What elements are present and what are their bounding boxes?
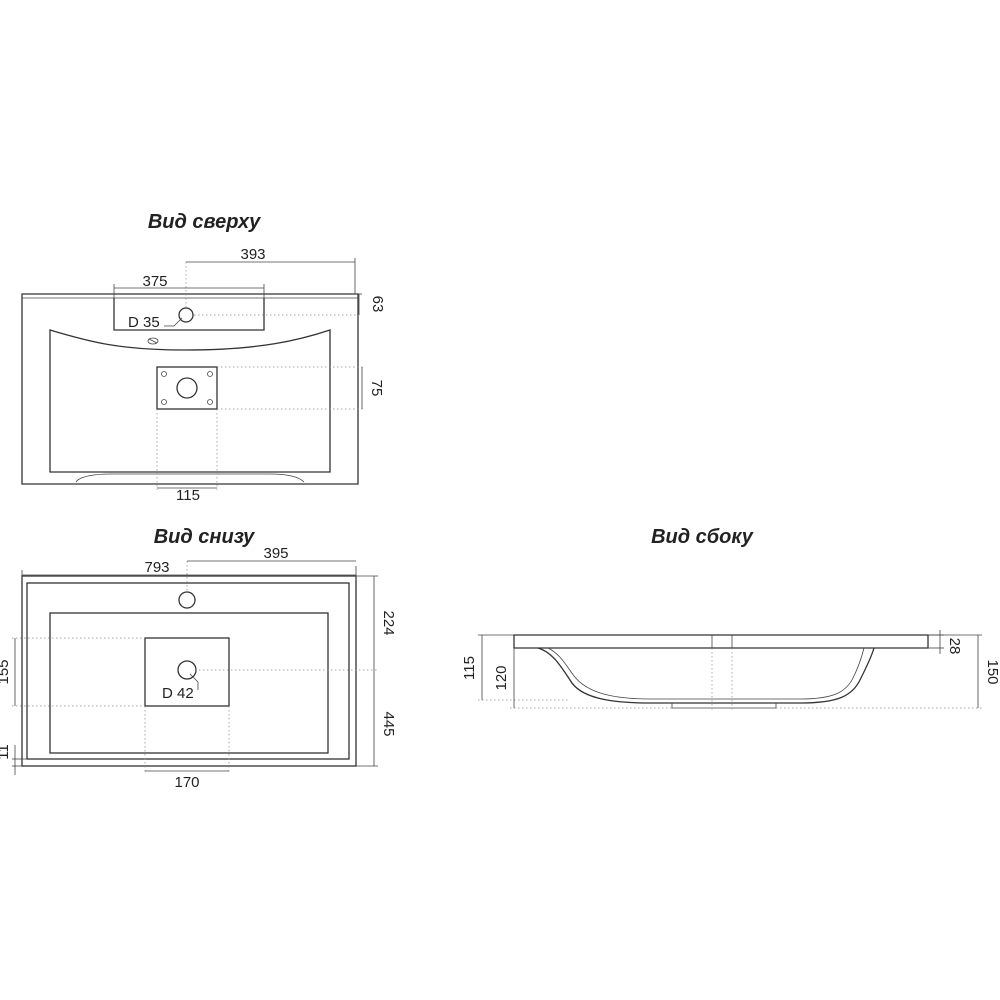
drain-hole-leader <box>189 673 199 690</box>
dim-155: 155 <box>0 659 12 684</box>
bottom-drain-plate <box>144 637 230 707</box>
dim-11: 11 <box>0 744 12 760</box>
bottom-view-title: Вид снизу <box>154 526 255 548</box>
dim-445: 445 <box>380 711 397 736</box>
dim-170: 170 <box>174 774 199 791</box>
drain-hole-label: D 42 <box>162 685 194 702</box>
dim-115: 115 <box>176 487 200 504</box>
dim-28: 28 <box>946 638 963 655</box>
side-drain <box>671 703 777 709</box>
bottom-bowl-outline <box>49 612 329 754</box>
dim-150: 150 <box>984 659 1000 684</box>
screw-hole <box>161 371 167 377</box>
bottom-view: Вид снизу D 42 793 395 224 445 155 <box>0 526 397 791</box>
dim-63: 63 <box>369 296 386 313</box>
dim-395: 395 <box>263 545 288 562</box>
top-drain-plate <box>156 366 218 410</box>
dim-120: 120 <box>493 665 510 690</box>
dim-75: 75 <box>368 380 385 397</box>
faucet-deck <box>113 298 265 331</box>
side-view: Вид сбоку 28 150 115 120 <box>461 526 1000 710</box>
dim-375: 375 <box>142 273 167 290</box>
bottom-drain-hole <box>177 660 197 680</box>
faucet-hole-leader <box>164 317 183 327</box>
bottom-inner-rim <box>26 582 350 760</box>
top-bowl-outline <box>49 329 331 473</box>
screw-hole <box>161 399 167 405</box>
dim-393: 393 <box>240 246 265 263</box>
side-bowl-inner <box>547 647 865 700</box>
side-top-slab <box>513 634 929 649</box>
dim-115: 115 <box>461 656 478 680</box>
top-view: Вид сверху D 35 393 375 <box>21 211 386 504</box>
faucet-hole-label: D 35 <box>128 314 160 331</box>
top-view-title: Вид сверху <box>148 211 261 233</box>
dim-793: 793 <box>144 559 169 576</box>
screw-hole <box>207 371 213 377</box>
dim-224: 224 <box>380 610 397 635</box>
screw-hole <box>207 399 213 405</box>
side-bowl-outer <box>537 647 875 704</box>
bottom-outer-outline <box>21 575 357 767</box>
top-front-lip <box>75 473 305 483</box>
faucet-hole <box>178 307 194 323</box>
overflow-mark <box>148 338 158 344</box>
top-outer-outline <box>21 293 359 485</box>
top-drain-hole <box>176 377 198 399</box>
side-view-title: Вид сбоку <box>651 526 754 548</box>
overflow-icon <box>147 337 159 345</box>
bottom-faucet-hole <box>178 591 196 609</box>
